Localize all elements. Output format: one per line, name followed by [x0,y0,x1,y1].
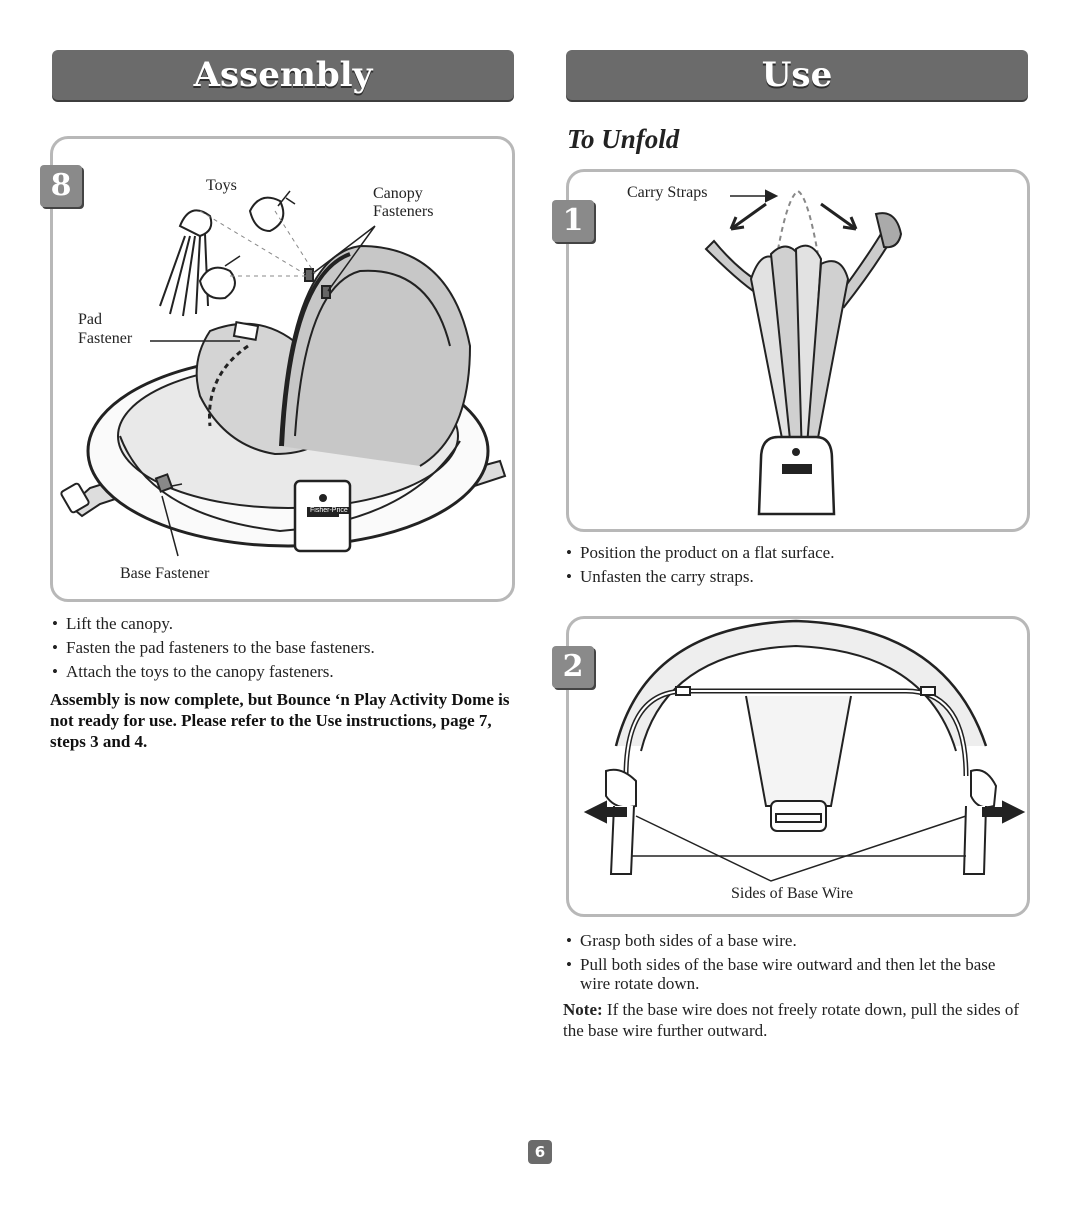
label-toys: Toys [206,177,237,194]
label-sides-of-base-wire: Sides of Base Wire [731,885,854,902]
base-wire-illustration [583,619,1026,882]
step2-bullet-2: Pull both sides of the base wire outward… [566,955,1028,993]
note-text: If the base wire does not freely rotate … [563,1000,1020,1040]
assembly-header: Assembly [52,50,514,100]
note-label: Note: [563,1000,603,1019]
step2-bullets: Grasp both sides of a base wire. Pull bo… [566,931,1028,998]
bouncer-assembly-illustration [60,190,507,557]
folded-bouncer-illustration [704,189,903,516]
assembly-bullet-3: Attach the toys to the canopy fasteners. [52,662,512,681]
step-2-badge: 2 [552,646,594,688]
page-number: 6 [528,1140,552,1164]
label-carry-straps: Carry Straps [627,184,708,201]
use-header: Use [566,50,1028,100]
label-canopy-fasteners-2: Fasteners [373,203,434,220]
step-8-badge: 8 [40,165,82,207]
label-canopy-fasteners-1: Canopy [373,185,423,202]
assembly-bullet-2: Fasten the pad fasteners to the base fas… [52,638,512,657]
assembly-bullet-1: Lift the canopy. [52,614,512,633]
step1-bullet-2: Unfasten the carry straps. [566,567,1030,586]
label-base-fastener: Base Fastener [120,565,210,582]
step2-bullet-1: Grasp both sides of a base wire. [566,931,1028,950]
step1-bullet-1: Position the product on a flat surface. [566,543,1030,562]
assembly-complete-note: Assembly is now complete, but Bounce ‘n … [50,690,510,751]
step1-bullets: Position the product on a flat surface. … [566,543,1030,591]
step2-note: Note: If the base wire does not freely r… [563,999,1027,1041]
label-pad-fastener-1: Pad [78,311,102,328]
assembly-bullets: Lift the canopy. Fasten the pad fastener… [52,614,512,686]
label-pad-fastener-2: Fastener [78,330,133,347]
brand-logo-text: Fisher-Price [308,507,350,514]
step-1-badge: 1 [552,200,594,242]
to-unfold-subtitle: To Unfold [567,124,680,154]
